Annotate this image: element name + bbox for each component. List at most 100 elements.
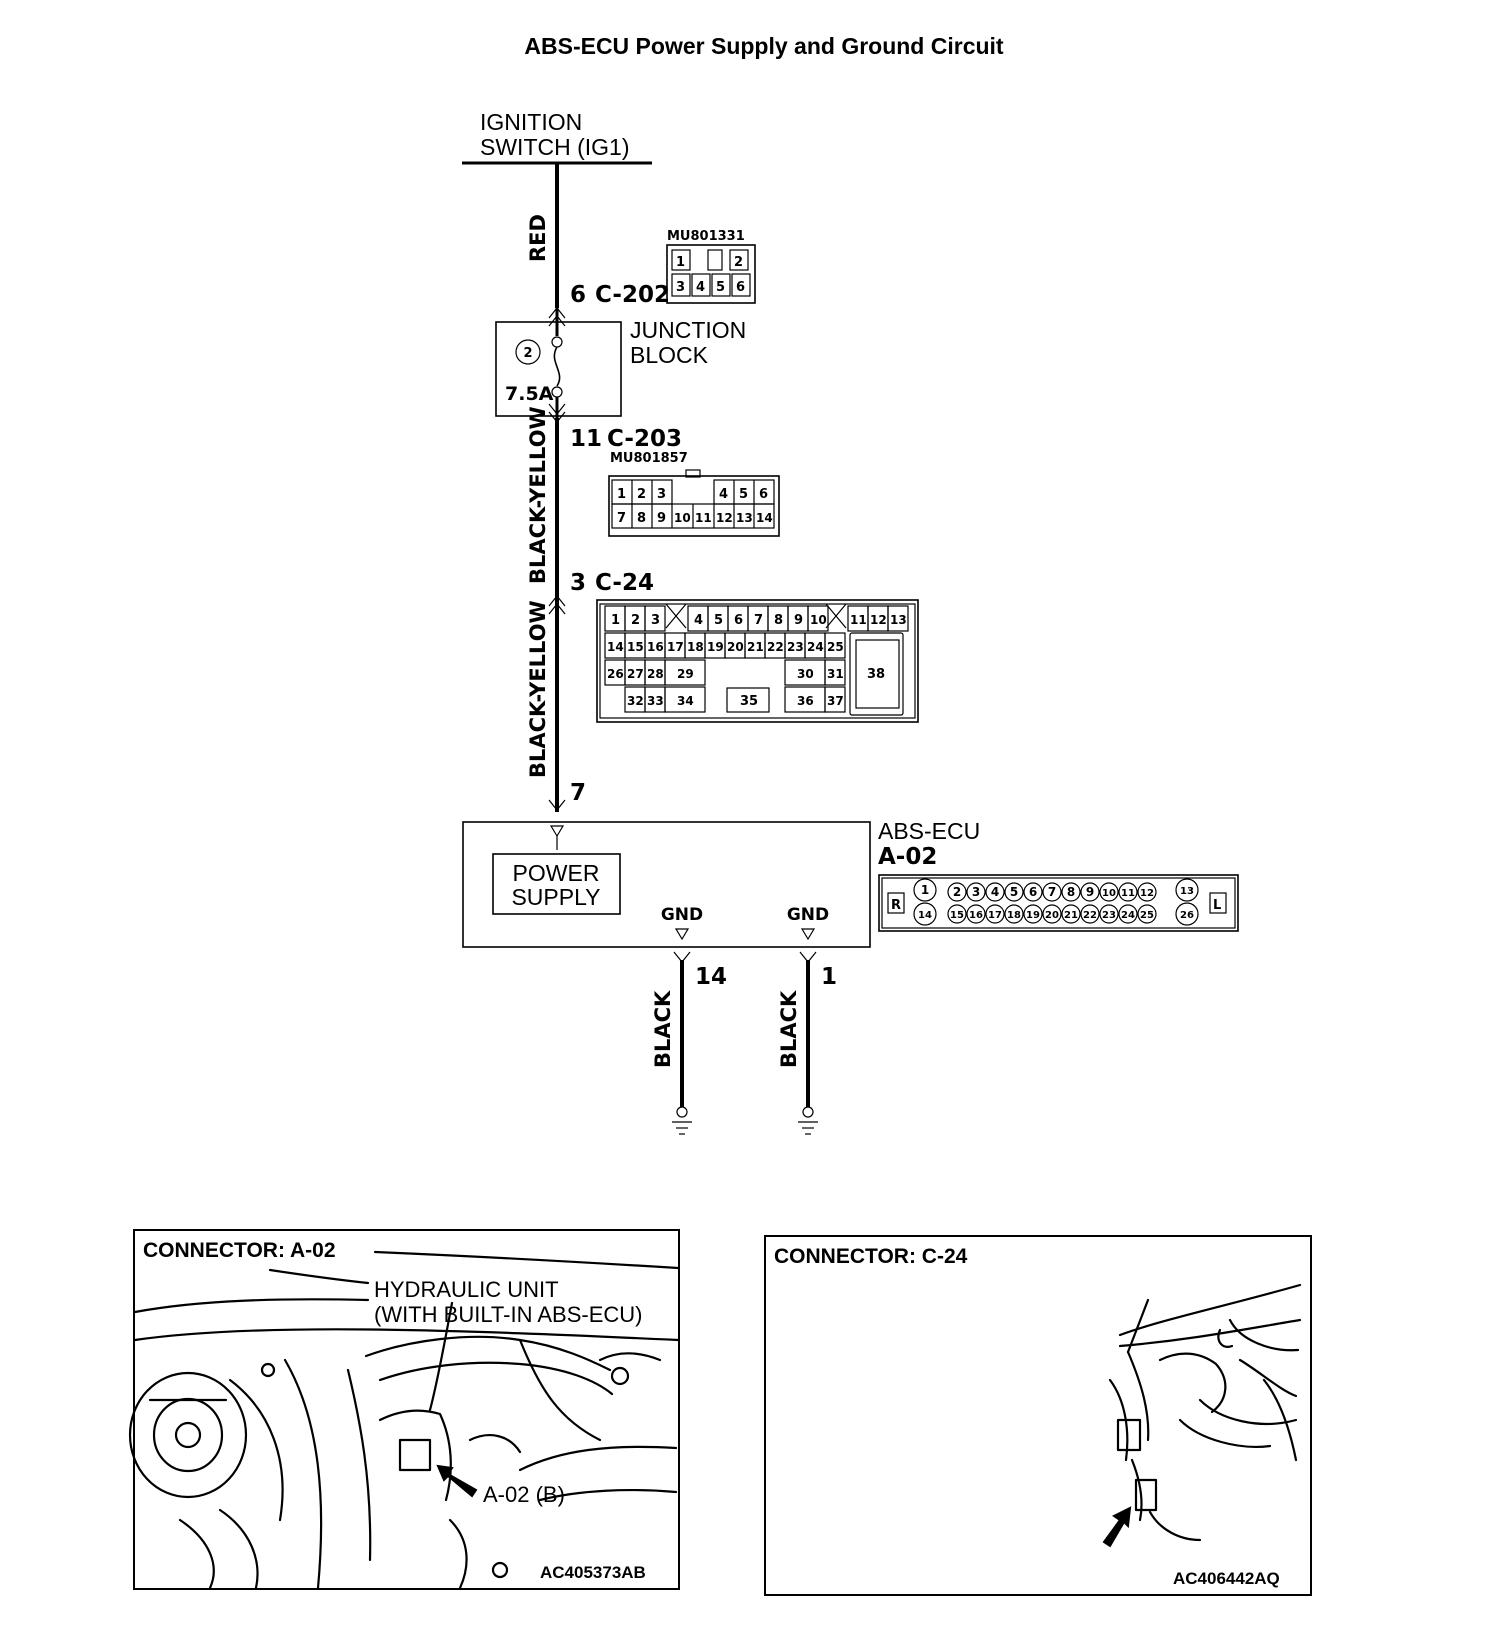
- c203-pin-9: 9: [657, 511, 666, 526]
- c24-row2-pin-15: 15: [627, 640, 644, 654]
- abs-ecu-box: [462, 821, 871, 948]
- c24-row2-pin-16: 16: [647, 640, 664, 654]
- c24-row1-pin-5: 5: [714, 613, 723, 628]
- a02-pin-5: 5: [1010, 885, 1018, 899]
- gnd-arrow-left: [674, 928, 690, 941]
- panel-c24-title: CONNECTOR: C-24: [774, 1245, 968, 1268]
- c24-row2-pin-22: 22: [767, 640, 784, 654]
- c24-row2-pin-21: 21: [747, 640, 764, 654]
- a02-pin-6: 6: [1029, 885, 1037, 899]
- c203-pin-7: 7: [617, 511, 626, 526]
- panel-a02-title: CONNECTOR: A-02: [143, 1239, 336, 1262]
- c202-connector-label: C-202: [595, 282, 670, 308]
- c24-row3-pin-27: 27: [627, 667, 644, 681]
- a02-pin-9: 9: [1086, 885, 1094, 899]
- diagram-title: ABS-ECU Power Supply and Ground Circuit: [524, 33, 1004, 59]
- c203-connector-face: MU801857 1 2 3 4 5 6 7 8 9 10 11 12 13 1…: [608, 451, 780, 537]
- c24-row2-pin-20: 20: [727, 640, 744, 654]
- a02-pin-10: 10: [1102, 888, 1116, 899]
- c203-pin-8: 8: [637, 511, 646, 526]
- c202-pin-2: 2: [734, 255, 743, 270]
- c203-connector-chevron: [548, 403, 566, 423]
- c24-row1-pin-10: 10: [810, 613, 827, 627]
- c24-row1-pin-11: 11: [850, 613, 867, 627]
- c203-pin-2: 2: [637, 487, 646, 502]
- c202-pin-1: 1: [676, 255, 685, 270]
- c203-pin-1: 1: [617, 487, 626, 502]
- c24-row3-pin-30: 30: [797, 667, 814, 681]
- a02-pin-7-label: 7: [570, 780, 586, 806]
- a02-pin-19: 19: [1026, 910, 1040, 921]
- c202-pin-3: 3: [676, 280, 685, 295]
- c24-row2-pin-18: 18: [687, 640, 704, 654]
- c203-pin-10: 10: [674, 511, 691, 525]
- c203-pin-3: 3: [657, 487, 666, 502]
- c24-row1-pin-8: 8: [774, 613, 783, 628]
- a02-pin-7-chevron: [548, 799, 566, 811]
- c24-row1-pin-4: 4: [694, 613, 703, 628]
- a02-tag-r: R: [891, 898, 901, 913]
- c24-row1-pin-12: 12: [870, 613, 887, 627]
- c203-part-number: MU801857: [610, 451, 688, 466]
- wire-label-red: RED: [526, 214, 550, 262]
- c24-row1-pin-9: 9: [794, 613, 803, 628]
- c24-row4-pin-33: 33: [647, 694, 664, 708]
- a02-pin-1: 1: [921, 883, 929, 897]
- a02-pin-14: 14: [918, 910, 932, 921]
- a02-tag-l: L: [1213, 898, 1221, 913]
- a02-pin-13: 13: [1180, 886, 1194, 897]
- a02-pin-7: 7: [1048, 885, 1056, 899]
- a02-pin-20: 20: [1045, 910, 1059, 921]
- c24-row4-pin-37: 37: [827, 694, 844, 708]
- c24-row2-pin-19: 19: [707, 640, 724, 654]
- c24-row2-pin-14: 14: [607, 640, 624, 654]
- c24-row2-pin-23: 23: [787, 640, 804, 654]
- junction-block-label-line1: JUNCTION: [630, 317, 746, 343]
- c24-row4-pin-36: 36: [797, 694, 814, 708]
- a02-pin-17: 17: [988, 910, 1002, 921]
- panel-a02-note-line2: (WITH BUILT-IN ABS-ECU): [374, 1302, 643, 1327]
- a02-pin-25: 25: [1140, 910, 1154, 921]
- gnd-label-left: GND: [661, 905, 703, 925]
- ground-symbol-left: [672, 1106, 692, 1135]
- panel-c24-reference: AC406442AQ: [1173, 1569, 1280, 1588]
- wire-label-black-right: BLACK: [777, 990, 801, 1068]
- engine-bay-illustration: [128, 1250, 680, 1590]
- c202-part-number: MU801331: [667, 229, 745, 244]
- c203-pin-14: 14: [756, 511, 773, 525]
- gnd-label-right: GND: [787, 905, 829, 925]
- a02-pin-8: 8: [1067, 885, 1075, 899]
- c24-row3-pin-28: 28: [647, 667, 664, 681]
- panel-connector-a02: CONNECTOR: A-02 HYDRAULIC UNIT (WITH BUI…: [128, 1229, 680, 1590]
- junction-block-label-line2: BLOCK: [630, 342, 709, 368]
- c24-row3-pin-26: 26: [607, 667, 624, 681]
- fuse-rating: 7.5A: [505, 383, 554, 405]
- c24-row3-pin-31: 31: [827, 667, 844, 681]
- c24-pin-35: 35: [740, 694, 758, 709]
- wire-label-black-yellow-upper: BLACK-YELLOW: [526, 406, 550, 584]
- a02-pin-15: 15: [950, 910, 964, 921]
- c203-pin-6: 6: [759, 487, 768, 502]
- a02-pin-24: 24: [1121, 910, 1135, 921]
- a02-pin-4: 4: [991, 885, 999, 899]
- a02-pin-11: 11: [1121, 888, 1135, 899]
- ignition-switch-label-line2: SWITCH (IG1): [480, 134, 630, 160]
- c202-pin-label: 6: [570, 282, 586, 308]
- ground-right-chevron: [799, 951, 817, 963]
- c24-row4-pin-34: 34: [677, 694, 694, 708]
- c203-pin-11: 11: [695, 511, 712, 525]
- abs-ecu-label: ABS-ECU: [878, 818, 980, 844]
- ground-pin-left: 14: [695, 964, 727, 990]
- a02-pin-21: 21: [1064, 910, 1078, 921]
- c203-pin-5: 5: [739, 487, 748, 502]
- c203-connector-label: C-203: [607, 426, 682, 452]
- c24-row1-pin-6: 6: [734, 613, 743, 628]
- fuse-number-circle: [515, 339, 541, 365]
- a02-pin-23: 23: [1102, 910, 1116, 921]
- a02-pin-2: 2: [953, 885, 961, 899]
- wire-label-black-left: BLACK: [651, 990, 675, 1068]
- ground-pin-right: 1: [821, 964, 837, 990]
- ignition-switch-label-line1: IGNITION: [480, 109, 582, 135]
- c202-connector-face: MU801331 1 2 3 4 5 6: [666, 229, 756, 304]
